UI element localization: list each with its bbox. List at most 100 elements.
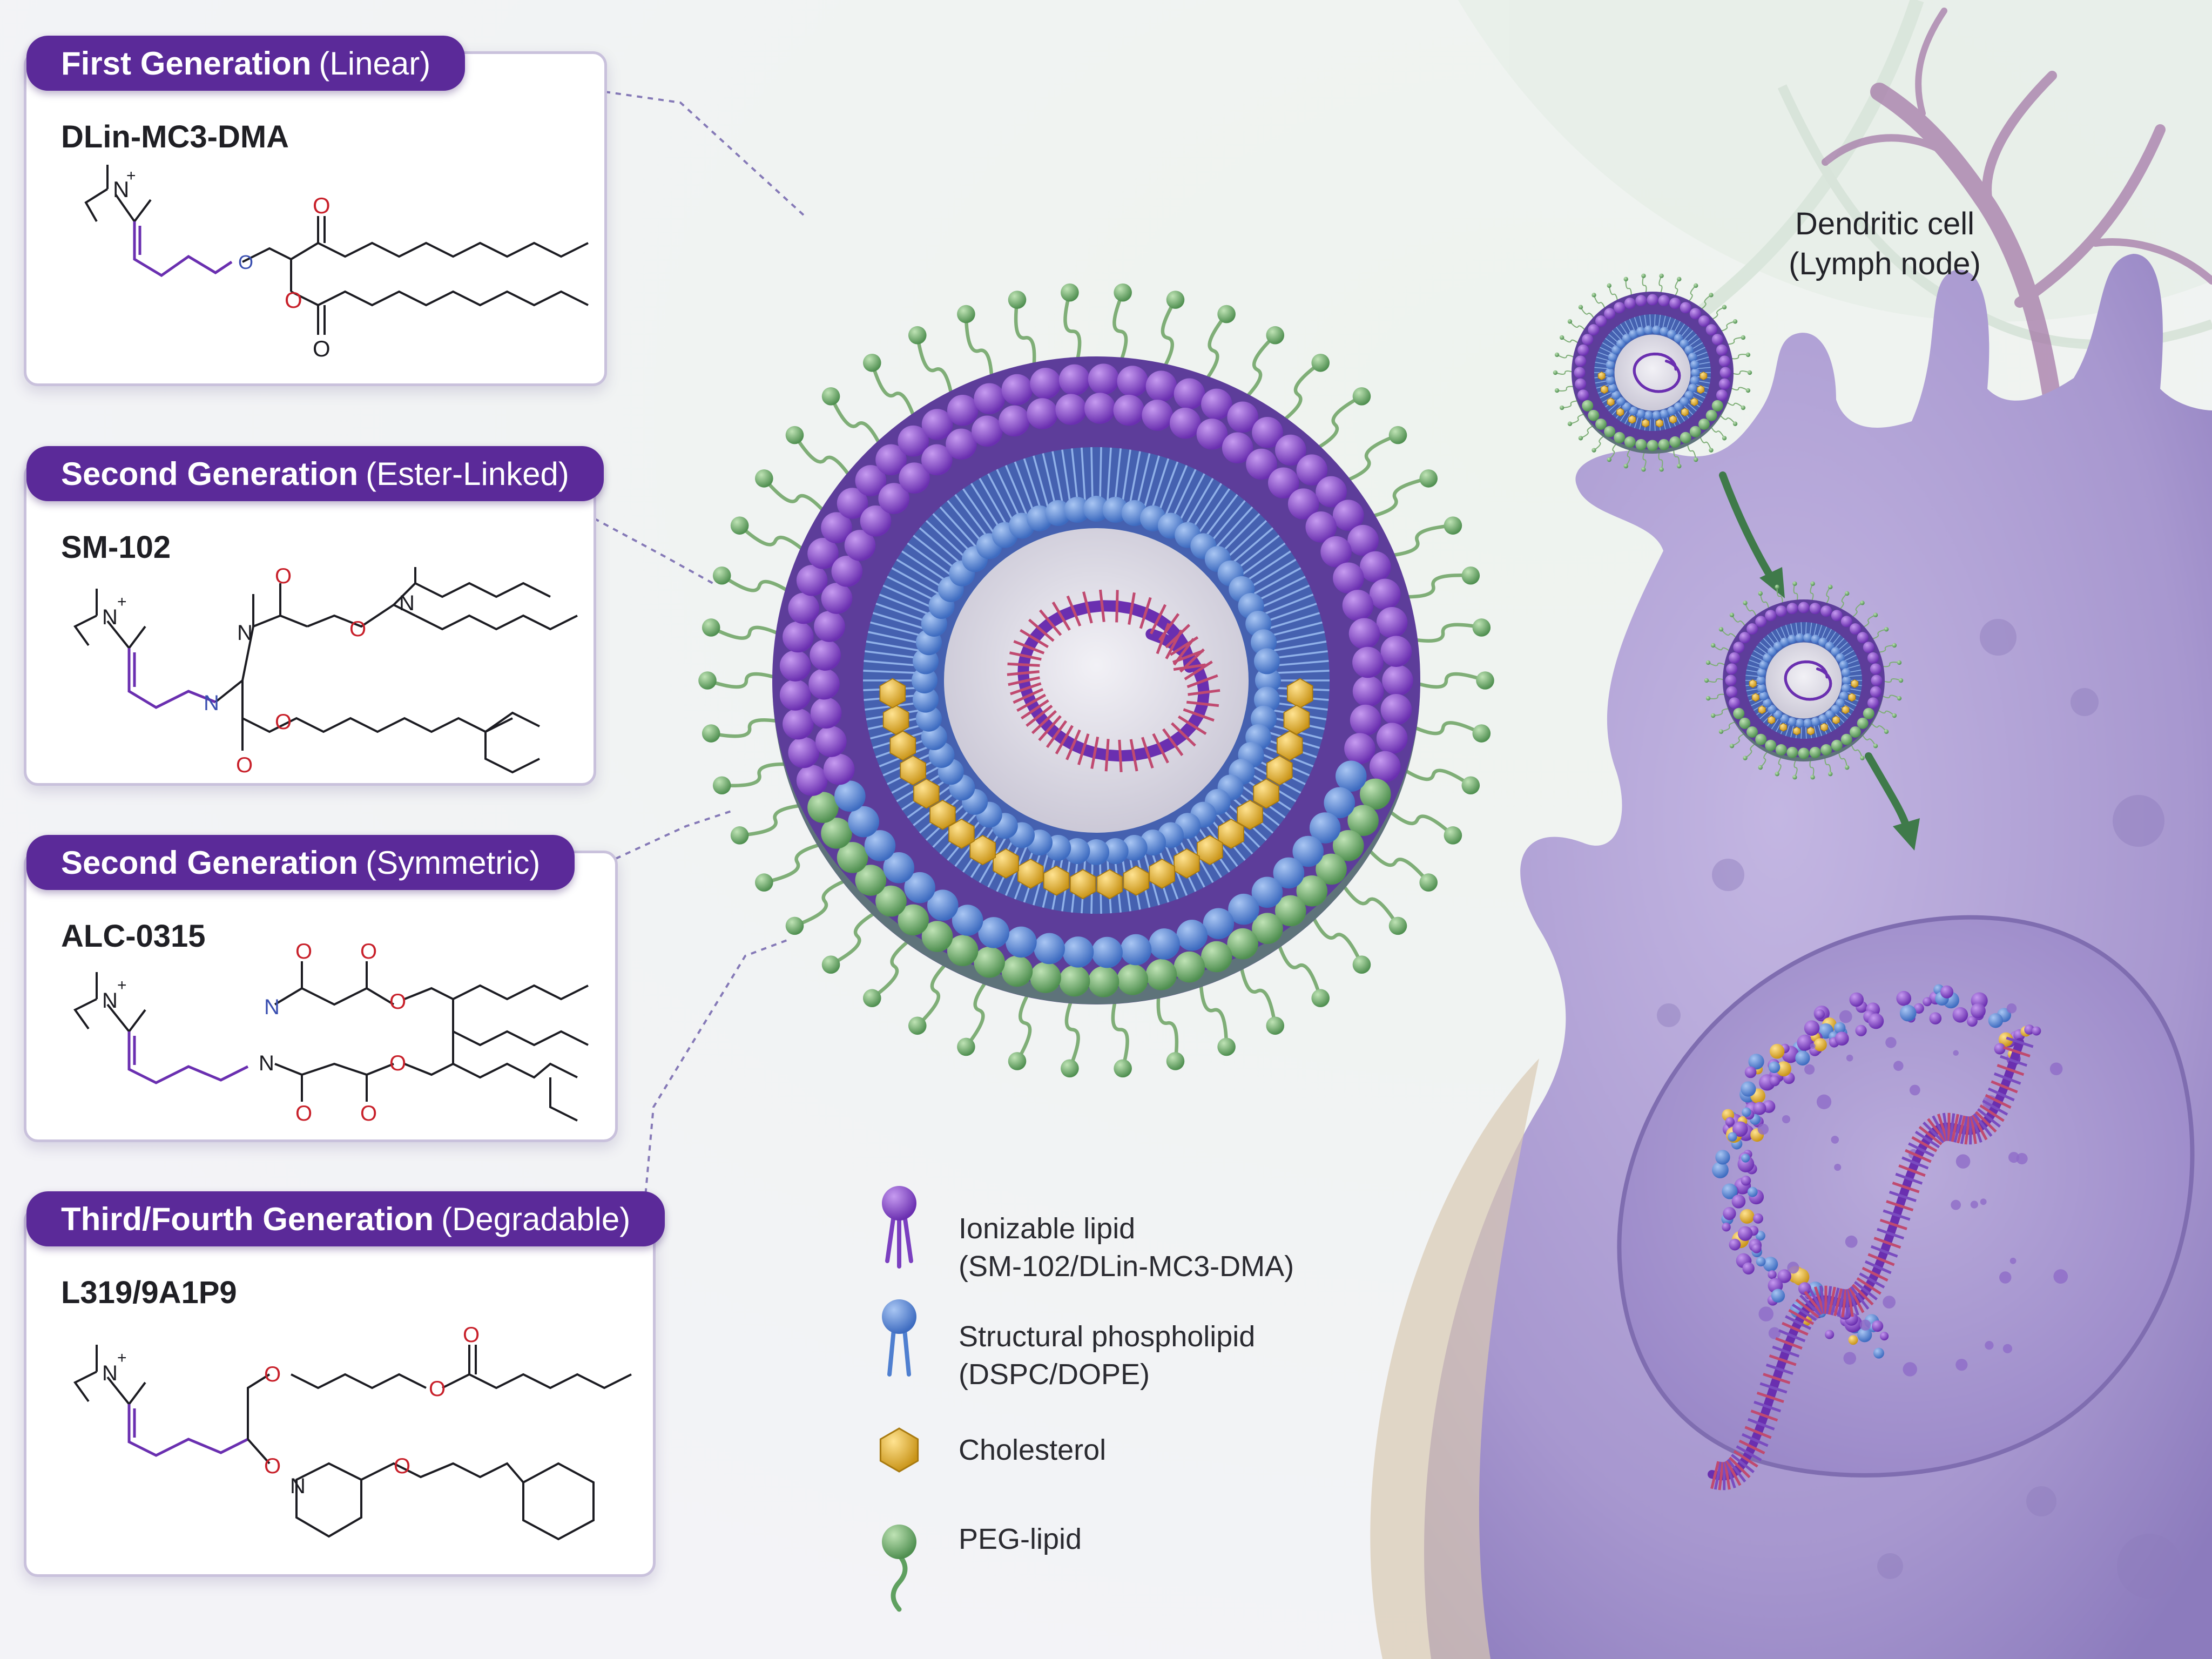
phospholipid-head	[1825, 642, 1835, 651]
lipid-tail	[1262, 594, 1314, 616]
mrna-base	[1852, 1284, 1874, 1306]
mrna-base	[1948, 1113, 1955, 1142]
phospholipid-head	[1622, 334, 1631, 343]
peg-head	[1607, 283, 1611, 288]
lipid-head	[921, 409, 953, 440]
lipid-fragment	[2053, 1269, 2068, 1284]
lipid-head	[1718, 355, 1730, 367]
lipid-head	[974, 383, 1005, 415]
phospholipid-head	[1763, 698, 1772, 708]
lipid-fragment	[1777, 1269, 1791, 1283]
lipid-head	[1849, 623, 1861, 635]
mrna-base	[1184, 660, 1213, 680]
peg-head	[1775, 771, 1779, 777]
lipid-tail	[1827, 631, 1837, 644]
peg-chain	[1111, 990, 1129, 1069]
mrna-base	[1013, 640, 1045, 655]
lipid-head	[1292, 835, 1324, 867]
lipid-tail	[1813, 623, 1817, 637]
lipid-tail	[1164, 465, 1188, 517]
peg-head	[1114, 1059, 1132, 1078]
peg-head	[957, 1037, 975, 1056]
peg-chain	[1112, 292, 1128, 371]
lipid-tail	[1033, 455, 1049, 509]
lipid-fragment	[1813, 1038, 1827, 1051]
lipid-tail	[882, 584, 934, 609]
lipid-fragment	[1741, 1175, 1751, 1186]
mrna-base	[1951, 1114, 1959, 1142]
peg-head	[1775, 584, 1779, 590]
peg-chain	[1744, 603, 1758, 619]
peg-chain	[1824, 755, 1831, 774]
atom-label: N	[237, 621, 253, 645]
peg-chain	[1336, 875, 1400, 927]
mrna-base	[1911, 1136, 1938, 1152]
lipid-tail	[863, 670, 919, 674]
lipid-tail	[1235, 535, 1280, 571]
phospholipid-head	[1605, 368, 1614, 377]
lipid-head	[1755, 616, 1767, 628]
peg-head	[1641, 467, 1646, 472]
peg-head	[1166, 1052, 1185, 1070]
phospholipid-head	[1811, 717, 1820, 726]
peg-chain	[1337, 433, 1399, 486]
lipid-tail	[1669, 319, 1676, 332]
mrna-base	[1942, 1112, 1950, 1141]
lipid-fragment	[2032, 1026, 2041, 1036]
atom-label: O	[236, 753, 253, 777]
lipid-head	[807, 538, 839, 569]
peg-head	[730, 516, 749, 535]
peg-head	[785, 916, 804, 935]
mrna-base	[1927, 1118, 1946, 1142]
lipid-tail	[1184, 477, 1214, 527]
lipid-tail	[1676, 323, 1685, 336]
lipid-head	[1716, 344, 1728, 356]
compound-name: DLin-MC3-DMA	[61, 119, 289, 154]
lipid-fragment	[1825, 1330, 1835, 1339]
lipid-head	[999, 405, 1030, 437]
generation-panel-3: Second Generation (Symmetric) ALC-0315	[24, 835, 618, 1142]
generation-header: First Generation (Linear)	[26, 36, 466, 91]
lipid-head	[1176, 920, 1208, 951]
mrna-strand	[1633, 352, 1681, 393]
peg-head	[1578, 436, 1583, 441]
peg-head	[1554, 352, 1560, 358]
lipid-tail	[932, 513, 973, 554]
lipid-head	[1669, 298, 1681, 309]
cholesterol	[1616, 408, 1624, 417]
lipid-head	[788, 737, 820, 768]
peg-head	[1444, 826, 1462, 845]
lipid-head	[1739, 717, 1751, 729]
lipid-fragment	[1768, 1270, 1777, 1279]
cholesterol	[1174, 848, 1200, 879]
lipid-fragment	[1755, 1231, 1765, 1241]
lipid-head	[1582, 400, 1594, 412]
lipid-head	[1765, 610, 1777, 622]
peg-chain	[738, 524, 812, 558]
peg-chain	[1850, 602, 1863, 619]
peg-chain	[1760, 750, 1770, 768]
lipid-tail	[896, 558, 945, 589]
peg-chain	[1880, 694, 1900, 699]
lipid-head	[1001, 374, 1033, 406]
atom-label: N	[113, 177, 129, 202]
cholesterol	[913, 778, 940, 809]
charge-label: +	[117, 976, 127, 994]
lipid-head	[1369, 578, 1401, 610]
lipid-tail	[1800, 725, 1803, 739]
lipid-tail	[1203, 494, 1238, 539]
peg-head	[1845, 765, 1850, 770]
peg-chain	[1237, 956, 1277, 1026]
peg-chain	[1708, 693, 1728, 699]
mrna-base	[1827, 1286, 1836, 1315]
lipid-fragment	[2049, 1062, 2063, 1076]
lipid-fragment	[1999, 1271, 2012, 1284]
lipid-head	[921, 921, 953, 952]
atom-label: O	[295, 940, 312, 963]
phospholipid-head	[1629, 329, 1638, 339]
peg-head	[1419, 873, 1438, 892]
peg-chain	[1713, 708, 1731, 717]
lipid-head	[1169, 407, 1201, 439]
lipid-tail	[1839, 645, 1851, 655]
